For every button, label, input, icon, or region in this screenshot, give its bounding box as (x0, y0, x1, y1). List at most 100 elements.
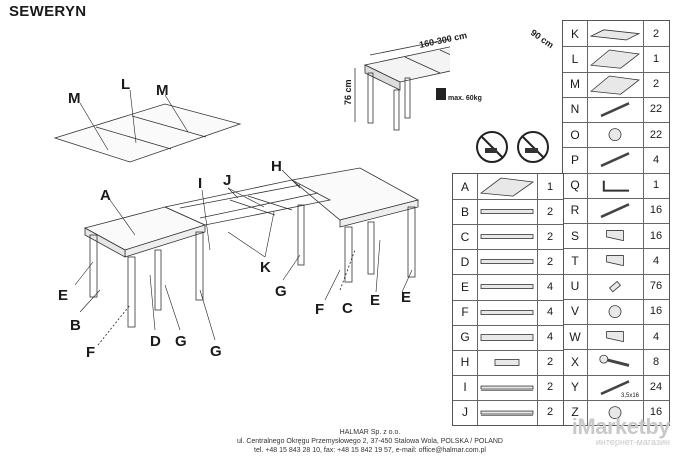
screw-icon: 3,5x16 (587, 375, 643, 400)
part-letter: Y (570, 380, 579, 395)
callout-i: I (198, 175, 202, 192)
table-divider (563, 298, 669, 300)
callout-f: C (342, 300, 353, 317)
part-quantity: 16 (649, 229, 663, 242)
table-divider (453, 349, 563, 351)
table-divider (563, 172, 669, 174)
wrench-icon (587, 349, 643, 374)
part-quantity: 2 (546, 205, 554, 218)
weight-icon (436, 88, 446, 100)
extension-leaf-icon (587, 46, 643, 71)
watermark: iMarketby интернет-магазин (571, 414, 671, 447)
part-quantity: 22 (649, 103, 663, 116)
part-letter: R (570, 203, 580, 218)
part-letter: H (460, 355, 470, 370)
callout-m: M (68, 90, 81, 107)
part-letter: X (570, 354, 579, 369)
table-divider (563, 324, 669, 325)
height-dimension: 76 cm (343, 79, 353, 105)
part-letter: Z (571, 405, 579, 420)
table-divider (563, 223, 669, 224)
table-divider (563, 399, 669, 401)
part-letter: E (460, 279, 469, 294)
no-climb-warning-icon (476, 131, 508, 163)
part-letter: G (460, 330, 470, 345)
callout-g: G (175, 333, 187, 350)
cap-icon (587, 299, 643, 324)
top-panel-icon (477, 174, 537, 199)
callout-k: K (260, 259, 271, 276)
part-quantity: 24 (649, 381, 663, 394)
long-screw-icon (587, 198, 643, 223)
table-divider (563, 248, 669, 250)
part-letter: N (570, 102, 580, 117)
callout-j: J (223, 172, 231, 189)
table-divider (563, 46, 669, 48)
callout-g: G (210, 343, 222, 360)
allen-key-icon (587, 173, 643, 198)
part-quantity: 4 (546, 306, 554, 319)
table-divider (453, 249, 563, 251)
washer-icon (587, 400, 643, 425)
callout-h: H (271, 158, 282, 175)
part-letter: C (460, 229, 470, 244)
clip-icon (587, 248, 643, 273)
part-quantity: 4 (546, 280, 554, 293)
part-letter: V (570, 304, 579, 319)
rail-icon (477, 224, 537, 249)
callout-f: F (86, 344, 95, 361)
table-divider (563, 96, 669, 98)
callout-g: G (275, 283, 287, 300)
part-quantity: 1 (652, 179, 660, 192)
part-quantity: 8 (652, 355, 660, 368)
dowel-icon (587, 97, 643, 122)
table-divider (453, 324, 563, 326)
company-contact: tel. +48 15 843 28 10, fax: +48 15 842 1… (254, 447, 486, 454)
company-address: ul. Centralnego Okręgu Przemysłowego 2, … (236, 438, 503, 445)
part-quantity: 16 (649, 204, 663, 217)
cam-lock-icon (587, 122, 643, 147)
part-quantity: 2 (652, 78, 660, 91)
rail-icon (477, 300, 537, 325)
table-divider (563, 374, 669, 376)
table-divider (453, 199, 563, 201)
company-name: HALMAR Sp. z o.o. (339, 429, 401, 436)
part-letter: D (460, 254, 470, 269)
part-quantity: 1 (546, 180, 554, 193)
table-divider (563, 349, 669, 351)
part-letter: O (570, 127, 580, 142)
part-letter: U (570, 279, 580, 294)
callout-g: F (315, 301, 324, 318)
part-quantity: 1 (652, 52, 660, 65)
part-quantity: 2 (546, 406, 554, 419)
part-quantity: 4 (652, 153, 660, 166)
watermark-brand: iMarketby (571, 414, 671, 439)
runner-icon (477, 350, 537, 375)
part-letter: P (570, 152, 579, 167)
part-letter: I (463, 380, 467, 395)
table-divider (563, 273, 669, 275)
callout-e: E (58, 287, 68, 304)
no-sit-warning-icon (517, 131, 549, 163)
table-divider (453, 374, 563, 376)
part-quantity: 2 (546, 255, 554, 268)
table-divider (563, 197, 669, 199)
part-quantity: 4 (652, 330, 660, 343)
part-quantity: 4 (652, 254, 660, 267)
part-letter: S (570, 228, 579, 243)
part-quantity: 22 (649, 128, 663, 141)
load-label: max. 60kg (448, 95, 482, 102)
watermark-subtitle: интернет-магазин (595, 437, 670, 447)
table-divider (563, 71, 669, 73)
part-quantity: 4 (546, 331, 554, 344)
part-letter: K (570, 26, 579, 41)
leg-icon (477, 325, 537, 350)
part-letter: Q (570, 178, 580, 193)
table-divider (563, 147, 669, 149)
table-divider (453, 274, 563, 276)
rail-bracket-icon (477, 199, 537, 224)
dimension-drawing: E 160-300 cm 90 cm 76 cm max. 60kg (343, 27, 556, 306)
part-quantity: 2 (546, 356, 554, 369)
company-footer: HALMAR Sp. z o.o. ul. Centralnego Okręgu… (150, 428, 590, 455)
